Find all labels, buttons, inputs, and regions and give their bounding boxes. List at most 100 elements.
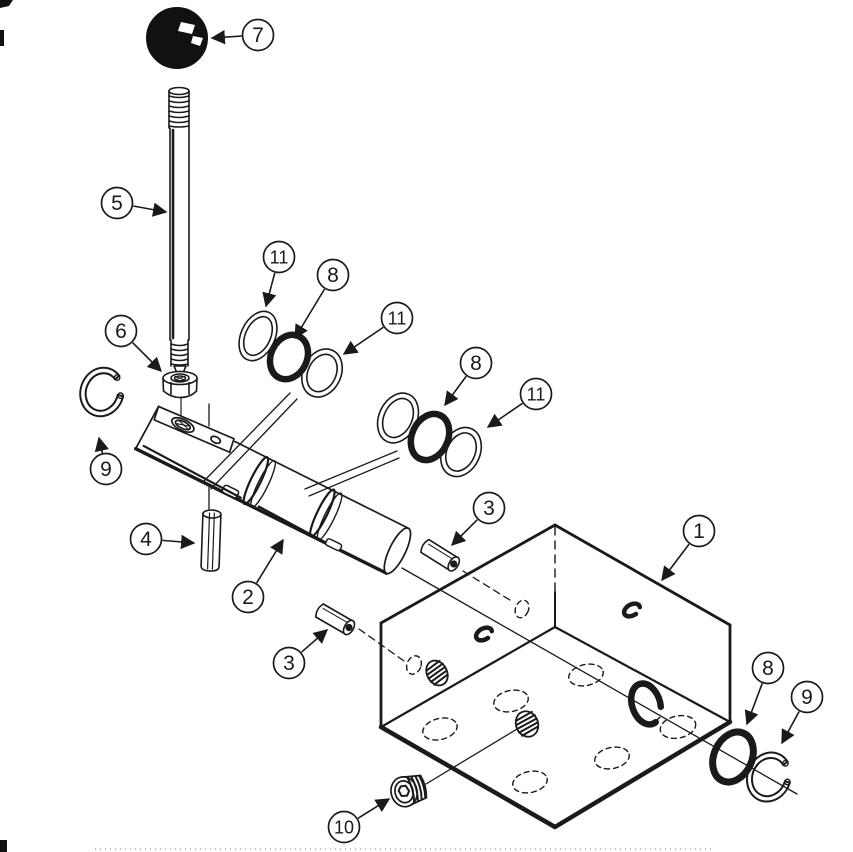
spool-part: [133, 405, 412, 575]
backup-ring-part: [238, 310, 278, 362]
callout-number: 11: [270, 248, 289, 268]
callout-11: 11: [486, 377, 553, 428]
body-hole: [473, 625, 495, 643]
callout-arrow: [162, 534, 196, 550]
callout-11: 11: [262, 240, 296, 308]
callout-circle: [459, 346, 493, 380]
lever-rod-part: [168, 86, 190, 374]
hidden-holes: [405, 599, 697, 794]
callout-arrow: [294, 288, 326, 340]
callout-8: 8: [744, 651, 785, 726]
callout-number: 11: [527, 385, 546, 405]
callout-8: 8: [294, 258, 350, 340]
callout-arrow: [744, 683, 763, 726]
callout-5: 5: [100, 186, 168, 220]
callout-circle: [472, 491, 506, 525]
callout-arrow: [444, 375, 467, 407]
callout-arrow: [94, 436, 109, 454]
callout-arrow: [357, 798, 391, 819]
pin-part: [314, 603, 356, 636]
pin-dashed-leader: [462, 570, 514, 603]
threaded-hole: [425, 659, 449, 687]
spool-bore-hole: [627, 680, 665, 728]
ring-group-2: [376, 392, 483, 478]
callout-number: 1: [693, 520, 705, 543]
callout-arrow: [450, 519, 478, 547]
callout-arrow: [132, 342, 163, 373]
callout-circle: [129, 522, 163, 556]
callout-6: 6: [104, 314, 163, 373]
callout-arrow: [342, 326, 384, 355]
callout-circle: [100, 186, 134, 220]
snap-ring-right-part: [746, 751, 791, 803]
callout-number: 8: [470, 352, 482, 375]
callout-circle: [519, 377, 553, 411]
callout-arrow: [300, 629, 329, 653]
pin-part: [420, 538, 461, 572]
spool-slot: [324, 538, 343, 552]
spool-threaded-hole: [170, 416, 195, 434]
valve-body-part: [378, 523, 733, 830]
backup-ring-part: [300, 348, 344, 398]
threaded-hole: [514, 710, 540, 738]
spool-pin-hole: [210, 435, 222, 445]
callout-3: 3: [450, 491, 506, 547]
callout-circle: [682, 514, 716, 548]
callout-9: 9: [781, 680, 824, 745]
hex-socket: [397, 784, 411, 798]
callout-arrow: [255, 538, 284, 584]
callout-2: 2: [231, 538, 284, 614]
callout-11: 11: [342, 301, 414, 355]
callout-number: 5: [111, 192, 123, 215]
snap-ring-left-part: [79, 366, 125, 418]
callout-number: 8: [327, 264, 339, 287]
callout-number: 6: [115, 320, 127, 343]
nut-part: [162, 370, 198, 420]
callout-circle: [262, 240, 296, 274]
callout-arrow: [133, 202, 168, 217]
callout-10: 10: [327, 798, 391, 844]
callout-circle: [316, 258, 350, 292]
callout-circle: [89, 452, 123, 486]
o-ring-part: [407, 410, 453, 464]
roll-pin-part: [200, 509, 222, 572]
callout-number: 4: [140, 528, 152, 551]
callout-number: 8: [762, 657, 774, 680]
callout-circle: [241, 18, 275, 52]
callout-arrow: [486, 402, 523, 428]
callout-number: 9: [100, 458, 112, 481]
callout-number: 2: [242, 586, 254, 609]
callout-circle: [790, 680, 824, 714]
callout-9: 9: [89, 436, 123, 486]
callout-7: 7: [210, 18, 275, 52]
ring-group-1: [238, 310, 344, 398]
plug-axis-line: [425, 725, 523, 785]
callout-8: 8: [444, 346, 493, 407]
callout-number: 9: [801, 686, 813, 709]
callout-number: 11: [388, 309, 407, 329]
callout-arrow: [210, 29, 242, 45]
body-hole: [621, 601, 643, 619]
callout-circle: [751, 651, 785, 685]
callout-circle: [231, 580, 265, 614]
callout-arrow: [661, 543, 690, 582]
plug-part: [390, 774, 428, 808]
scan-artifacts: [0, 0, 712, 852]
callout-4: 4: [129, 522, 196, 556]
callout-number: 3: [483, 497, 495, 520]
callout-arrow: [781, 711, 800, 745]
backup-ring-part: [439, 426, 483, 478]
callout-number: 7: [252, 24, 264, 47]
callout-circle: [380, 301, 414, 335]
knob-ball-part: [146, 7, 208, 69]
callout-circle: [327, 810, 361, 844]
callout-circle: [272, 646, 306, 680]
callout-3: 3: [272, 629, 329, 680]
callout-number: 10: [334, 818, 354, 838]
callout-1: 1: [661, 514, 716, 582]
spool-axis-line: [401, 567, 798, 795]
callout-circle: [104, 314, 138, 348]
